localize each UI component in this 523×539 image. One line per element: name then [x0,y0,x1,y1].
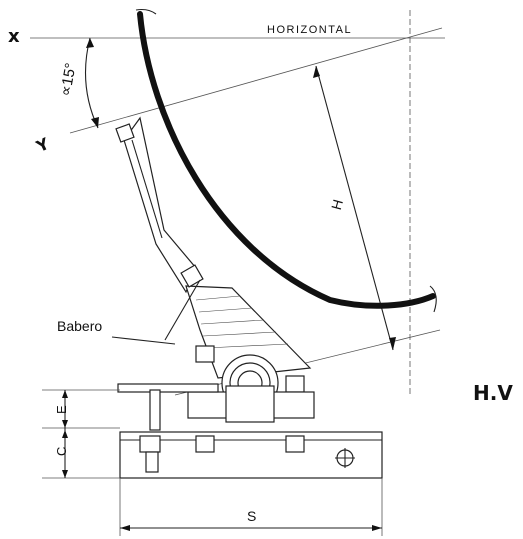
dim-c-arrow-bottom [62,470,68,478]
dim-e-label: E [54,405,69,414]
housing-nut [195,345,215,363]
base-bolt-left-stem [145,451,159,473]
bearing-cap [225,385,275,423]
angle-arrowhead-bottom [91,117,99,128]
dim-e-arrow-top [62,390,68,398]
base-bolt-mid [195,435,215,453]
arm-post [149,389,161,431]
bracket-arm-inner-edge [131,139,163,239]
mill-shell-curve [137,11,436,309]
housing-hatching [195,295,289,349]
inclined-reference-line [69,27,443,134]
y-axis-label: Y [33,134,53,157]
mid-bolt [180,264,204,288]
inclined-base-line [174,329,441,396]
angle-label: ∝15° [57,62,80,98]
angle-arrowhead-top [86,38,94,48]
dim-s-label: S [247,508,256,524]
arm-plate [117,383,219,393]
babero-leader-line [111,336,176,345]
dim-c-arrow-top [62,430,68,438]
angle-arc [84,37,99,129]
height-arrowhead-bottom [389,337,396,350]
bracket-arm [123,116,197,294]
curve-bottom-end [429,285,437,313]
height-dimension-line [315,65,394,351]
dim-s-arrow-right [372,525,382,531]
babero-diagonal-line [164,279,201,341]
top-bolt [115,123,135,143]
dim-e-arrow-bottom [62,420,68,428]
roller-side-nut [285,375,305,393]
curve-top-end [135,8,157,15]
base-bolt-left [139,435,161,453]
height-label: H [328,198,346,212]
base-bolt-right [285,435,305,453]
dim-s-arrow-left [120,525,130,531]
bib-label: Babero [57,318,102,334]
view-label: H.V [473,381,513,405]
x-axis-label: x [8,26,20,47]
height-arrowhead-top [313,66,320,78]
dim-c-label: C [54,447,69,456]
horizontal-label: HORIZONTAL [267,24,352,36]
